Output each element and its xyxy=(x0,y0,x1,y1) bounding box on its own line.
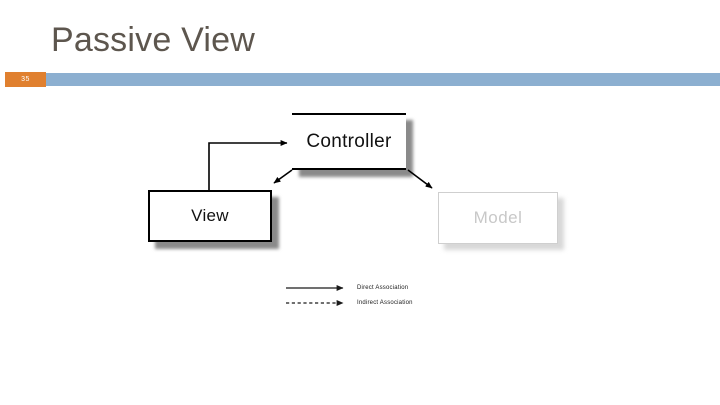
page-title: Passive View xyxy=(51,21,255,59)
diagram-node-model[interactable]: Model xyxy=(438,192,558,244)
legend-label-indirect: Indirect Association xyxy=(357,300,413,306)
legend-item-indirect: Indirect Association xyxy=(285,297,460,309)
solid-line-icon xyxy=(286,285,344,291)
legend-label-direct: Direct Association xyxy=(357,285,409,291)
controller-label: Controller xyxy=(306,130,392,152)
legend: Direct Association Indirect Association xyxy=(285,282,460,314)
edge-controller-to-view xyxy=(273,169,293,184)
view-label: View xyxy=(191,206,229,225)
edge-view-to-controller xyxy=(208,140,288,190)
model-label: Model xyxy=(473,208,523,227)
mvc-diagram: Controller View Model xyxy=(0,95,720,325)
diagram-node-controller[interactable]: Controller xyxy=(292,113,406,170)
dashed-line-icon xyxy=(286,300,344,306)
diagram-node-view[interactable]: View xyxy=(148,190,272,242)
slide-number-badge: 35 xyxy=(5,72,46,87)
legend-item-direct: Direct Association xyxy=(285,282,460,294)
title-divider-bar xyxy=(46,73,720,86)
